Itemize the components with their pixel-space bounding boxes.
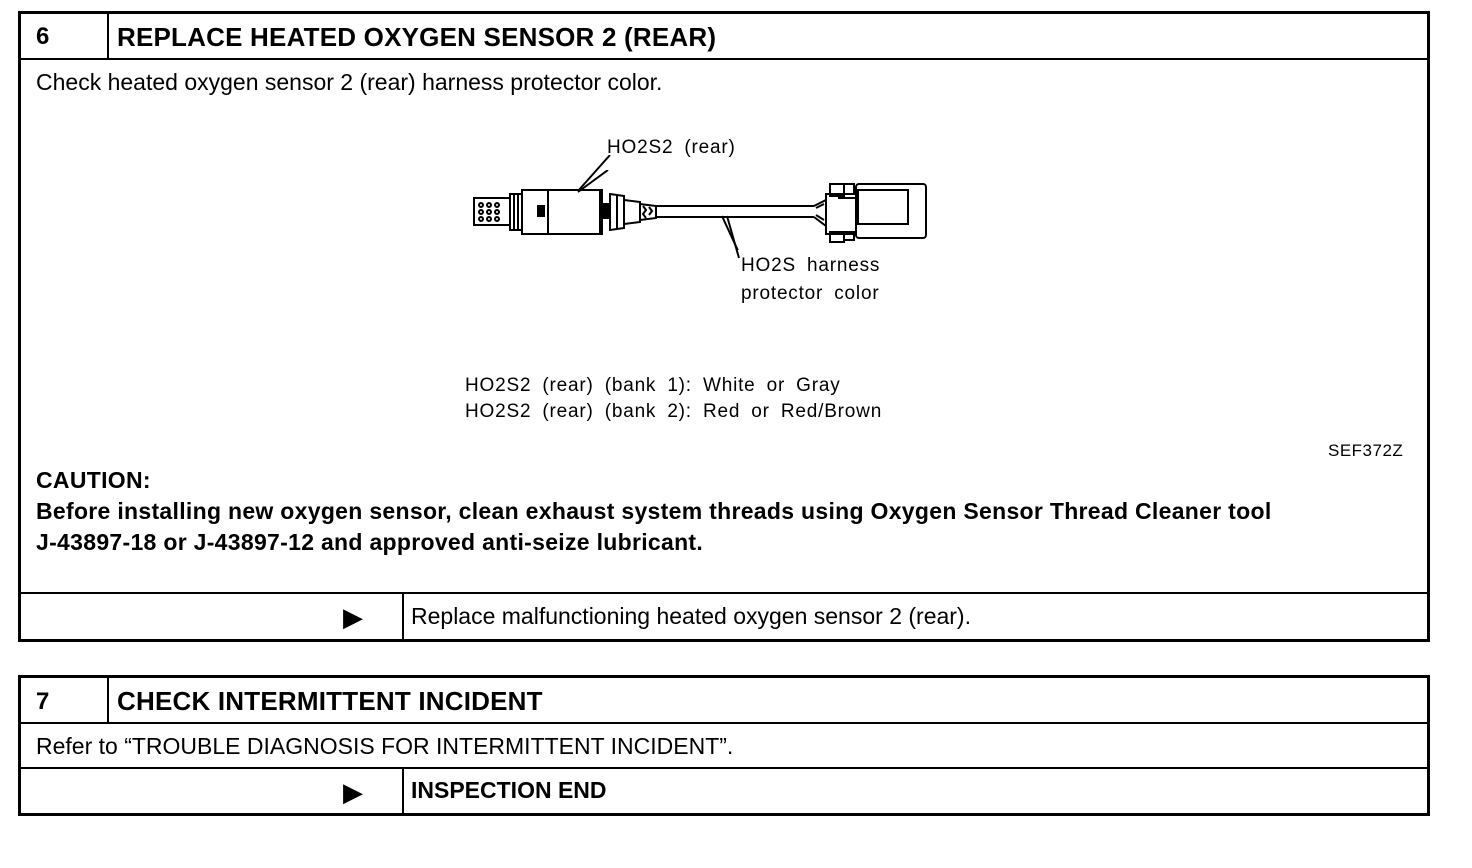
step-7-header-divider bbox=[107, 677, 109, 724]
sensor-label: HO2S2 (rear) bbox=[607, 137, 736, 158]
step-6-header-bottom-rule bbox=[20, 58, 1428, 60]
step-7-header-bottom-rule bbox=[20, 722, 1428, 724]
harness-label-line-2: protector color bbox=[741, 283, 880, 304]
step-7-instruction: Refer to “TROUBLE DIAGNOSIS FOR INTERMIT… bbox=[36, 733, 734, 759]
step-6-result-top-rule bbox=[20, 592, 1428, 594]
step-7-result-top-rule bbox=[20, 767, 1428, 769]
step-7-result-text: INSPECTION END bbox=[411, 777, 607, 803]
caution-line-2: J-43897-18 or J-43897-12 and approved an… bbox=[36, 529, 704, 555]
step-6-box bbox=[18, 11, 1430, 642]
step-6-number: 6 bbox=[36, 23, 50, 50]
spec-bank-1: HO2S2 (rear) (bank 1): White or Gray bbox=[465, 375, 841, 396]
step-6-header-divider bbox=[107, 13, 109, 60]
step-7-result-divider bbox=[402, 768, 404, 814]
harness-label-line-1: HO2S harness bbox=[741, 255, 881, 276]
step-7-box bbox=[18, 675, 1430, 816]
step-6-title: REPLACE HEATED OXYGEN SENSOR 2 (REAR) bbox=[117, 22, 717, 52]
oxygen-sensor-diagram bbox=[473, 170, 927, 250]
step-6-instruction: Check heated oxygen sensor 2 (rear) harn… bbox=[36, 69, 663, 95]
step-7-title: CHECK INTERMITTENT INCIDENT bbox=[117, 686, 543, 716]
figure-code: SEF372Z bbox=[1328, 441, 1404, 460]
caution-heading: CAUTION: bbox=[36, 467, 151, 493]
step-6-result-text: Replace malfunctioning heated oxygen sen… bbox=[411, 603, 971, 629]
harness-leader-line bbox=[726, 215, 740, 259]
step-7-number: 7 bbox=[36, 688, 50, 715]
spec-bank-2: HO2S2 (rear) (bank 2): Red or Red/Brown bbox=[465, 401, 883, 422]
step-6-result-divider bbox=[402, 593, 404, 639]
sensor-leader-line bbox=[577, 155, 611, 192]
step-7-result-arrow-icon: ▶ bbox=[343, 777, 363, 807]
step-6-result-arrow-icon: ▶ bbox=[343, 602, 363, 632]
caution-line-1: Before installing new oxygen sensor, cle… bbox=[36, 498, 1272, 524]
